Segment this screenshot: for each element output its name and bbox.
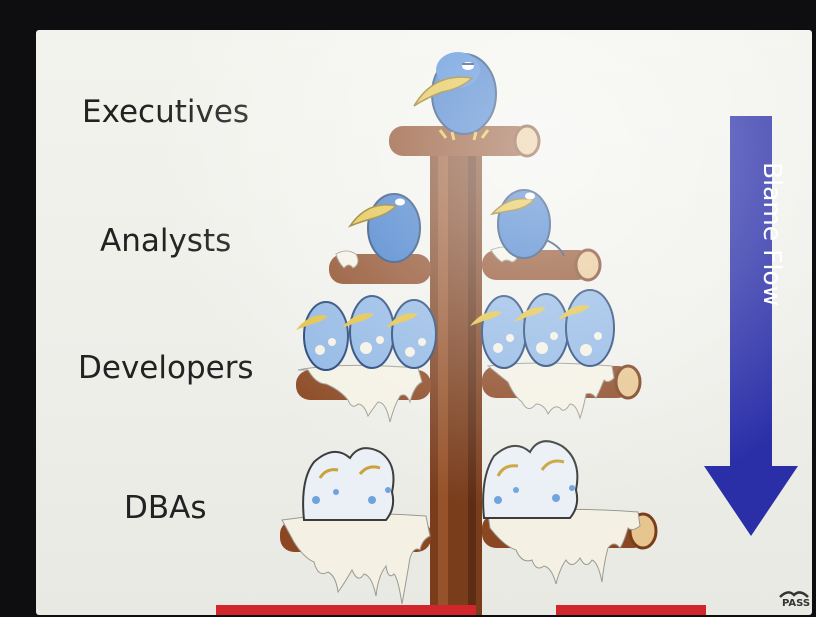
dba-birds-left (302, 447, 395, 521)
level-label-developers: Developers (78, 350, 254, 386)
developer-birds-left (296, 295, 437, 371)
level-label-dbas: DBAs (124, 490, 207, 526)
dba-birds-right (482, 440, 579, 519)
developer-birds-right (470, 289, 615, 369)
pass-logo-text: PASS (782, 598, 811, 609)
blame-flow-label: Blame Flow (758, 162, 787, 307)
level-label-executives: Executives (82, 94, 250, 130)
analyst-bird-left (347, 193, 421, 263)
bottom-color-strip (216, 605, 706, 615)
slide: Executives Analysts Developers DBAs Blam… (36, 30, 812, 615)
level-label-analysts: Analysts (100, 223, 232, 259)
